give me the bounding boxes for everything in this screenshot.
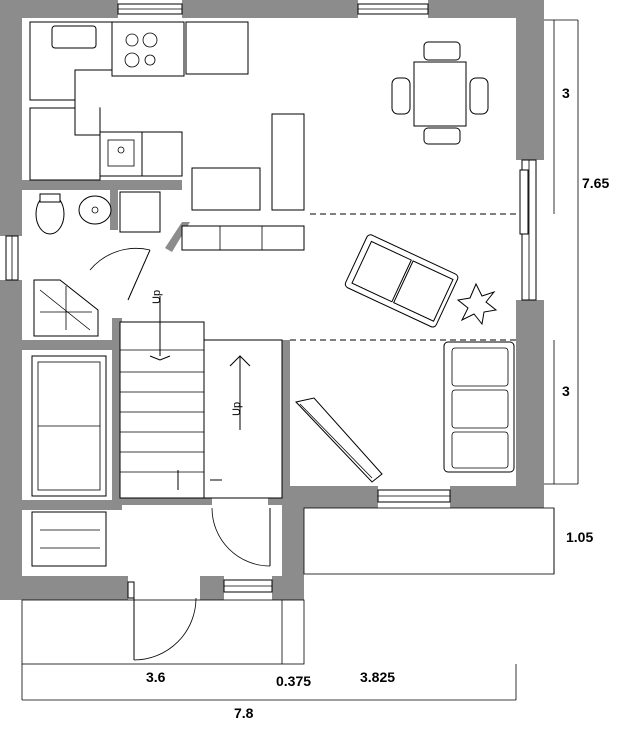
exterior-walls — [0, 0, 544, 600]
stairs-up-label-lower: Up — [231, 402, 243, 416]
dim-lower-room: 3 — [562, 383, 570, 399]
stairs — [119, 296, 283, 499]
dim-porch: 1.05 — [566, 529, 593, 545]
dim-middle-width: 0.375 — [276, 673, 311, 689]
dimension-lines — [21, 19, 579, 701]
living-room — [295, 234, 515, 483]
cabinet — [181, 225, 305, 251]
dim-upper-room: 3 — [562, 85, 570, 101]
bathroom — [33, 191, 161, 337]
dim-right-height: 7.65 — [582, 175, 609, 191]
dim-total-width: 7.8 — [234, 705, 254, 721]
dim-right-width: 3.825 — [360, 669, 395, 685]
windows — [5, 3, 537, 599]
kitchen — [29, 21, 516, 341]
dim-left-width: 3.6 — [146, 669, 166, 685]
stairs-up-label-upper: Up — [151, 290, 163, 304]
doors — [133, 507, 271, 661]
closets — [31, 355, 107, 567]
